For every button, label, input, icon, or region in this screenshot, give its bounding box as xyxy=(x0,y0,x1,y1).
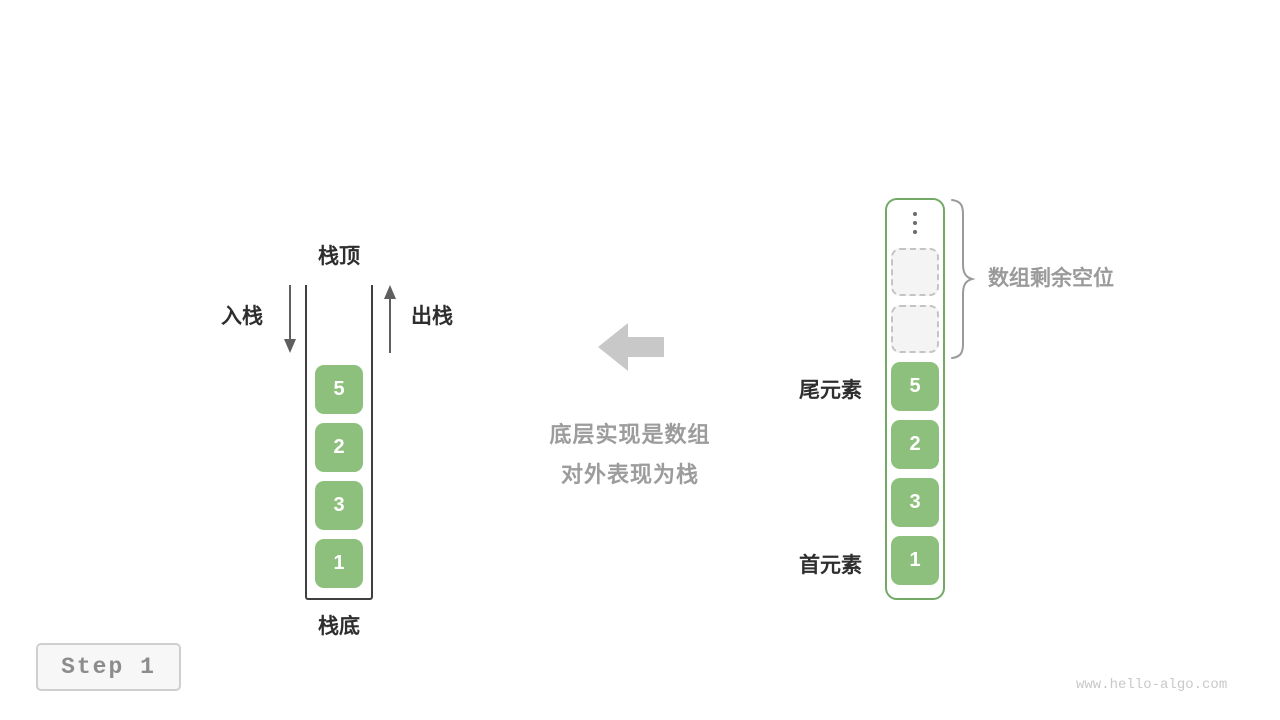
stack-cell: 3 xyxy=(315,481,363,530)
push-label: 入栈 xyxy=(221,305,263,328)
push-arrow-icon xyxy=(284,285,296,353)
tail-element-label: 尾元素 xyxy=(799,379,862,402)
stack-top-label: 栈顶 xyxy=(318,245,360,268)
empty-cell xyxy=(891,248,939,296)
brace-icon xyxy=(951,199,976,359)
stack-cell: 1 xyxy=(315,539,363,588)
watermark: www.hello-algo.com xyxy=(1076,677,1228,693)
array-cell: 3 xyxy=(891,478,939,527)
array-cell: 2 xyxy=(891,420,939,469)
pop-label: 出栈 xyxy=(411,305,453,328)
remaining-space-label: 数组剩余空位 xyxy=(988,267,1114,290)
array-cell: 5 xyxy=(891,362,939,411)
step-badge: Step 1 xyxy=(36,643,181,691)
left-arrow-icon xyxy=(598,323,664,371)
array-cell: 1 xyxy=(891,536,939,585)
head-element-label: 首元素 xyxy=(799,554,862,577)
stack-container: 5 2 3 1 xyxy=(305,285,373,600)
empty-cell xyxy=(891,305,939,353)
array-container: 5 2 3 1 xyxy=(885,198,945,600)
pop-arrow-icon xyxy=(384,285,396,353)
stack-bottom-label: 栈底 xyxy=(318,615,360,638)
stack-cell: 5 xyxy=(315,365,363,414)
explanation-line-1: 底层实现是数组 xyxy=(549,422,711,447)
stack-cell: 2 xyxy=(315,423,363,472)
ellipsis-icon xyxy=(913,207,917,239)
explanation-line-2: 对外表现为栈 xyxy=(560,462,699,487)
